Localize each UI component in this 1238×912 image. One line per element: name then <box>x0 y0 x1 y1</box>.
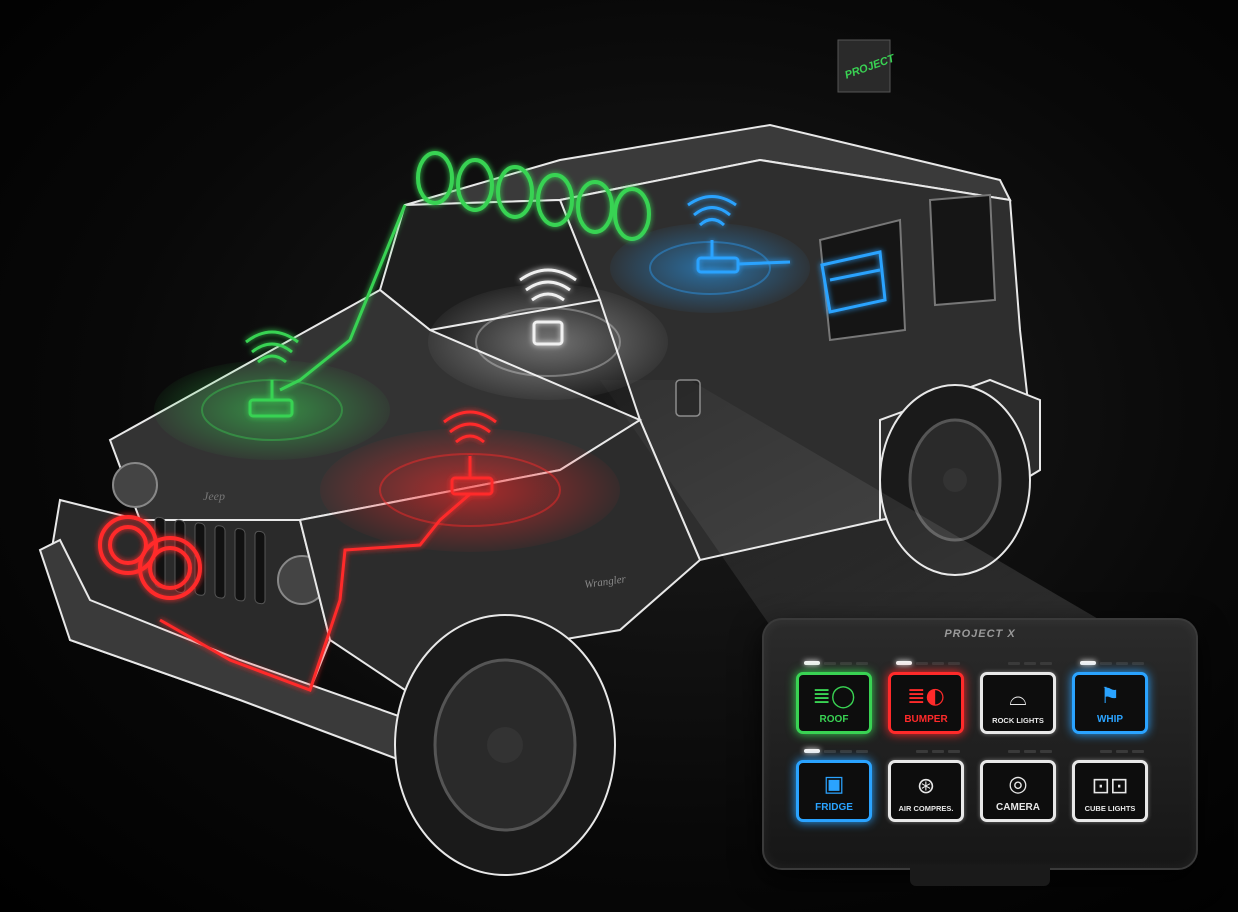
indicator-dash <box>856 662 868 665</box>
switch-button-label: ROCK LIGHTS <box>992 716 1044 725</box>
roof-light-bar <box>279 151 651 392</box>
indicator-dash <box>856 750 868 753</box>
switch-button-label: CAMERA <box>996 802 1040 813</box>
light-bar-icon: ≣◯ <box>812 684 856 709</box>
status-led <box>1080 661 1096 665</box>
indicator-dash <box>1008 662 1020 665</box>
camera-icon: ◎ <box>1008 772 1028 797</box>
indicator-dash <box>1100 662 1112 665</box>
indicator-dash <box>1024 750 1036 753</box>
indicator-dash <box>824 662 836 665</box>
bumper-light-icon: ≣◐ <box>907 684 945 709</box>
indicator-dash <box>1040 750 1052 753</box>
flag-icon: ⚑ <box>1100 684 1120 709</box>
switch-panel: PROJECT X <box>762 618 1198 870</box>
switch-button-air-compres[interactable]: ⊛ AIR COMPRES. <box>888 760 964 822</box>
whip-module <box>610 195 887 314</box>
indicator-dash <box>916 662 928 665</box>
control-beam <box>600 380 1100 640</box>
bumper-lights <box>98 515 202 600</box>
fridge-icon: ▣ <box>823 772 845 797</box>
panel-brand: PROJECT X <box>944 628 1016 640</box>
switch-button-roof[interactable]: ≣◯ ROOF <box>796 672 872 734</box>
indicator-dash <box>1132 750 1144 753</box>
side-badge: Wrangler <box>584 573 628 591</box>
switch-button-cube-lights[interactable]: ⊡⊡ CUBE LIGHTS <box>1072 760 1148 822</box>
indicator-dash <box>932 750 944 753</box>
indicator-dash <box>1116 662 1128 665</box>
panel-mount <box>910 866 1050 886</box>
indicator-dash <box>840 750 852 753</box>
indicator-dash <box>948 750 960 753</box>
indicator-dash <box>840 662 852 665</box>
switch-button-camera[interactable]: ◎ CAMERA <box>980 760 1056 822</box>
switch-button-whip[interactable]: ⚑ WHIP <box>1072 672 1148 734</box>
switch-button-label: BUMPER <box>904 714 948 725</box>
cube-lights-icon: ⊡⊡ <box>1091 774 1129 799</box>
switch-button-label: CUBE LIGHTS <box>1084 804 1136 813</box>
switch-button-label: FRIDGE <box>815 802 853 813</box>
status-led <box>804 661 820 665</box>
switch-button-label: WHIP <box>1096 714 1124 725</box>
indicator-dash <box>948 662 960 665</box>
grille-badge: Jeep <box>203 489 225 503</box>
switch-button-fridge[interactable]: ▣ FRIDGE <box>796 760 872 822</box>
roof-module <box>154 330 390 460</box>
indicator-dash <box>932 662 944 665</box>
switch-button-label: AIR COMPRES. <box>898 804 954 813</box>
air-compressor-icon: ⊛ <box>916 774 936 799</box>
status-led <box>804 749 820 753</box>
central-hub-module <box>428 268 668 400</box>
bumper-module <box>159 410 620 692</box>
indicator-dash <box>1132 662 1144 665</box>
status-led <box>896 661 912 665</box>
flag-icon: PROJECT <box>837 39 897 93</box>
front-wheel <box>394 614 616 876</box>
switch-button-bumper[interactable]: ≣◐ BUMPER <box>888 672 964 734</box>
indicator-dash <box>1100 750 1112 753</box>
indicator-dash <box>824 750 836 753</box>
indicator-dash <box>1024 662 1036 665</box>
indicator-dash <box>1040 662 1052 665</box>
rock-lights-icon: ⌓ <box>1009 686 1027 711</box>
switch-button-label: ROOF <box>819 714 849 725</box>
indicator-dash <box>1008 750 1020 753</box>
indicator-dash <box>916 750 928 753</box>
indicator-dash <box>1116 750 1128 753</box>
switch-button-rock-lights[interactable]: ⌓ ROCK LIGHTS <box>980 672 1056 734</box>
